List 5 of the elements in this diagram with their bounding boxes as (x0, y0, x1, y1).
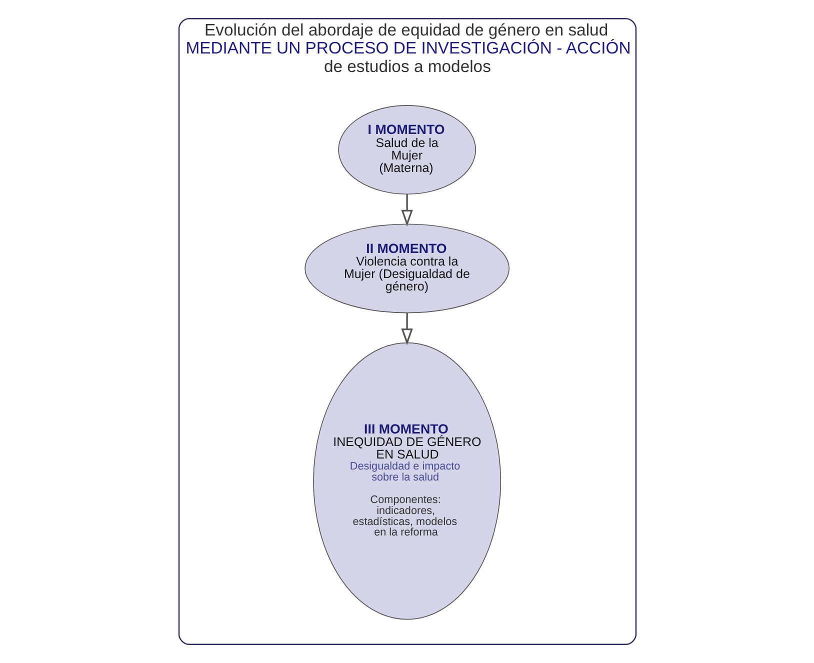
node-ellipse: II MOMENTO Violencia contra la Mujer (Desigualdad de género) (304, 224, 510, 314)
arrow (400, 194, 412, 227)
arrow (400, 313, 412, 346)
node-ellipse: III MOMENTO INEQUIDAD DE GÉNERO EN SALUD Desigualdad e impacto sobre la salud Componentes: indicadores, estadísticas, modelos en la reforma (312, 342, 501, 620)
node-ellipse: I MOMENTO Salud de la Mujer (Materna) (338, 105, 476, 195)
